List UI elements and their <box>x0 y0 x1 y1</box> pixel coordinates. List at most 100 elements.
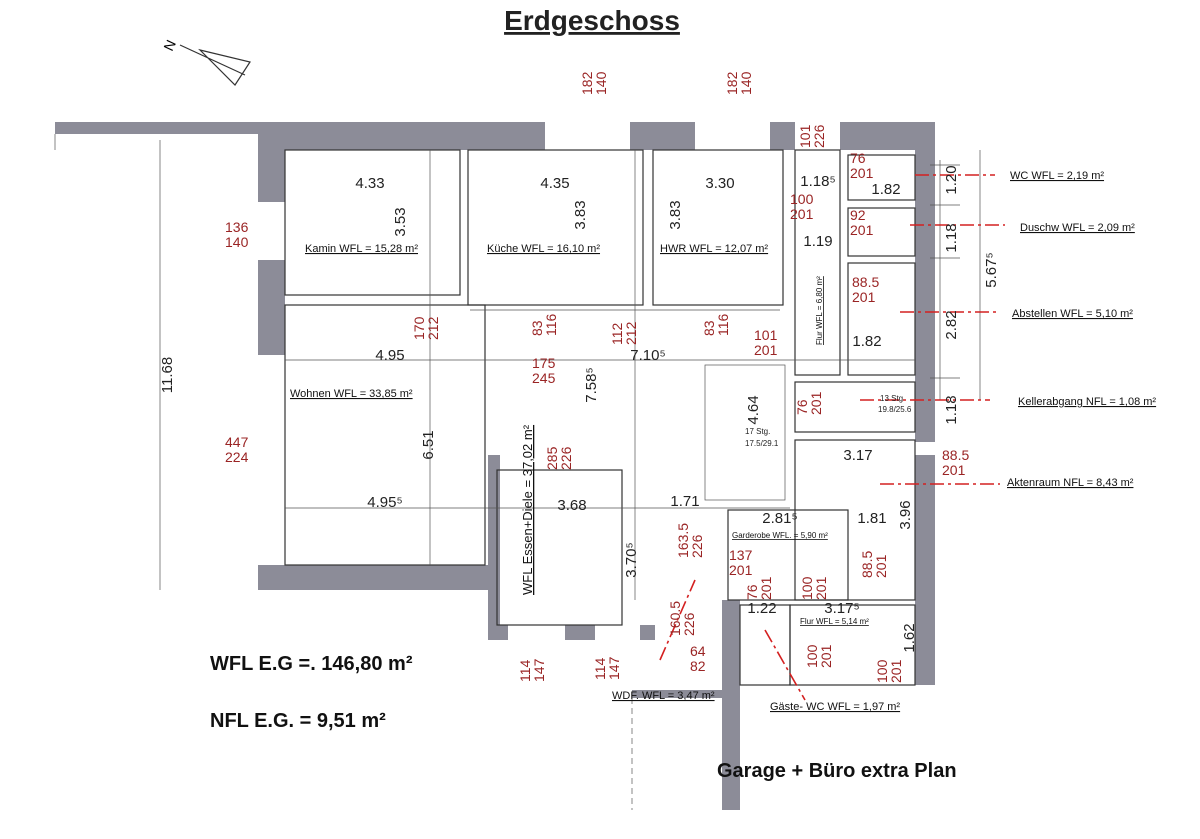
opening-height: 140 <box>738 71 754 95</box>
opening-height: 201 <box>754 342 778 358</box>
opening-width: 182 <box>579 71 595 95</box>
dimension-label: 1.20 <box>943 165 960 194</box>
dimension-label: 3.83 <box>667 200 684 229</box>
room-label: WFL Essen+Diele = 37,02 m² <box>520 424 535 595</box>
room-label: WDF. WFL = 3,47 m² <box>612 690 715 702</box>
room-label: Küche WFL = 16,10 m² <box>487 243 600 255</box>
dimension-label: 1.71 <box>670 493 699 510</box>
dimension-label: 3.53 <box>392 207 409 236</box>
opening-width: 76 <box>850 150 866 166</box>
opening-height: 226 <box>558 446 574 470</box>
stair-steps: 13 Stg <box>880 394 903 403</box>
dimension-label: 3.17⁵ <box>824 600 859 617</box>
opening-width: 92 <box>850 207 866 223</box>
room-labels: Kamin WFL = 15,28 m² Küche WFL = 16,10 m²… <box>290 170 1156 713</box>
dimension-label: 6.51 <box>420 430 437 459</box>
dimension-label: 1.82 <box>871 181 900 198</box>
opening-width: 163.5 <box>675 523 691 558</box>
dimension-label: 7.58⁵ <box>583 367 600 402</box>
room-label: Garderobe WFL. = 5,90 m² <box>732 531 828 540</box>
opening-height: 201 <box>852 289 876 305</box>
opening-width: 175 <box>532 355 556 371</box>
opening-height: 201 <box>942 462 966 478</box>
opening-width: 64 <box>690 643 706 659</box>
opening-height: 116 <box>715 313 731 336</box>
stair-ratio: 17.5/29.1 <box>745 439 779 448</box>
stair-steps: 17 Stg. <box>745 427 770 436</box>
room-label: Gäste- WC WFL = 1,97 m² <box>770 701 900 713</box>
room-label: Flur WFL = 5,14 m² <box>800 617 869 626</box>
dimension-label: 3.17 <box>843 447 872 464</box>
leader-lines <box>659 174 1005 701</box>
opening-height: 201 <box>850 222 874 238</box>
opening-width: 76 <box>794 399 810 415</box>
opening-height: 201 <box>850 165 874 181</box>
opening-width: 101 <box>754 327 778 343</box>
opening-height: 201 <box>873 554 889 578</box>
opening-height: 82 <box>690 658 706 674</box>
opening-width: 88.5 <box>859 551 875 578</box>
opening-width: 447 <box>225 434 249 450</box>
opening-width: 100 <box>804 644 820 668</box>
opening-width: 182 <box>724 71 740 95</box>
opening-height: 201 <box>808 391 824 415</box>
opening-height: 226 <box>689 534 705 558</box>
opening-height: 147 <box>606 656 622 680</box>
opening-width: 88.5 <box>852 274 879 290</box>
opening-width: 285 <box>544 446 560 470</box>
opening-height: 140 <box>225 234 249 250</box>
stair-cellar: 13 Stg 19.8/25.6 <box>878 394 912 414</box>
dimension-label: 4.64 <box>745 395 762 424</box>
opening-width: 83 <box>701 320 717 336</box>
opening-width: 137 <box>729 547 753 563</box>
svg-text:N: N <box>160 37 179 53</box>
opening-width: 170 <box>411 316 427 340</box>
opening-height: 147 <box>531 658 547 682</box>
dimension-label: 1.81 <box>857 510 886 527</box>
dimension-label: 2.82 <box>943 310 960 339</box>
opening-height: 224 <box>225 449 249 465</box>
room-outlines <box>54 134 981 810</box>
opening-height: 226 <box>681 612 697 636</box>
opening-height: 201 <box>790 206 814 222</box>
room-label: Abstellen WFL = 5,10 m² <box>1012 308 1133 320</box>
dimension-label: 5.67⁵ <box>983 252 1000 287</box>
opening-width: 160.5 <box>667 601 683 636</box>
room-label: Aktenraum NFL = 8,43 m² <box>1007 477 1134 489</box>
opening-width: 100 <box>790 191 814 207</box>
dimension-label: 1.22 <box>747 600 776 617</box>
opening-width: 83 <box>529 320 545 336</box>
dimension-label: 7.10⁵ <box>630 347 665 364</box>
garage-note: Garage + Büro extra Plan <box>717 760 957 782</box>
opening-height: 116 <box>543 313 559 336</box>
room-label: Wohnen WFL = 33,85 m² <box>290 388 413 400</box>
room-label: HWR WFL = 12,07 m² <box>660 243 768 255</box>
dimension-label: 3.30 <box>705 175 734 192</box>
dimension-label: 1.18 <box>943 223 960 252</box>
dimension-label: 3.68 <box>557 497 586 514</box>
opening-width: 88.5 <box>942 447 969 463</box>
room-label: Kamin WFL = 15,28 m² <box>305 243 418 255</box>
dimension-label: 4.35 <box>540 175 569 192</box>
dimension-label: 3.96 <box>897 500 914 529</box>
opening-height: 201 <box>888 659 904 683</box>
dimension-label: 1.82 <box>852 333 881 350</box>
opening-height: 201 <box>813 576 829 600</box>
opening-height: 212 <box>425 316 441 340</box>
dimension-label: 4.95 <box>375 347 404 364</box>
opening-height: 226 <box>811 124 827 148</box>
opening-width: 100 <box>799 576 815 600</box>
opening-height: 201 <box>729 562 753 578</box>
dimension-label: 4.95⁵ <box>367 494 402 511</box>
dimension-label: 1.18 <box>943 395 960 424</box>
north-arrow-icon: N <box>160 37 251 86</box>
opening-height: 201 <box>758 576 774 600</box>
opening-width: 112 <box>609 322 625 345</box>
summary-nfl: NFL E.G. = 9,51 m² <box>210 710 386 732</box>
room-label: WC WFL = 2,19 m² <box>1010 170 1104 182</box>
dimension-label: 1.19 <box>803 233 832 250</box>
room-label: Duschw WFL = 2,09 m² <box>1020 222 1135 234</box>
opening-width: 114 <box>517 659 533 682</box>
